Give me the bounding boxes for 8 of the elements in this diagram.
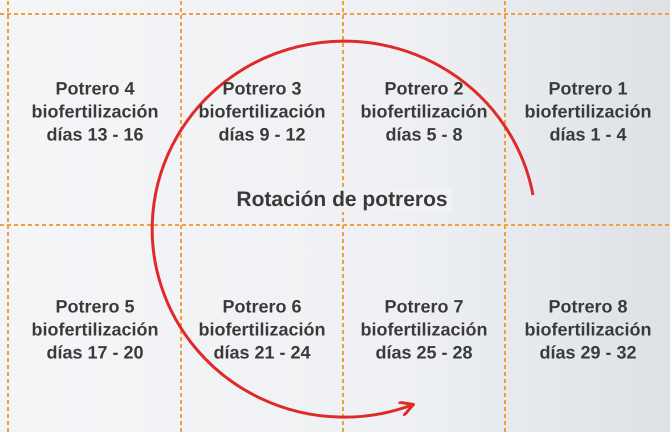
paddock-label: Potrero 8 biofertilización días 29 - 32 <box>513 296 663 364</box>
paddock-label: Potrero 3 biofertilización días 9 - 12 <box>187 78 337 146</box>
paddock-label: Potrero 7 biofertilización días 25 - 28 <box>349 296 499 364</box>
paddock-label: Potrero 1 biofertilización días 1 - 4 <box>513 78 663 146</box>
paddock-label: Potrero 4 biofertilización días 13 - 16 <box>20 78 170 146</box>
paddock-label: Potrero 6 biofertilización días 21 - 24 <box>187 296 337 364</box>
paddock-label: Potrero 2 biofertilización días 5 - 8 <box>349 78 499 146</box>
paddock-label: Potrero 5 biofertilización días 17 - 20 <box>20 296 170 364</box>
